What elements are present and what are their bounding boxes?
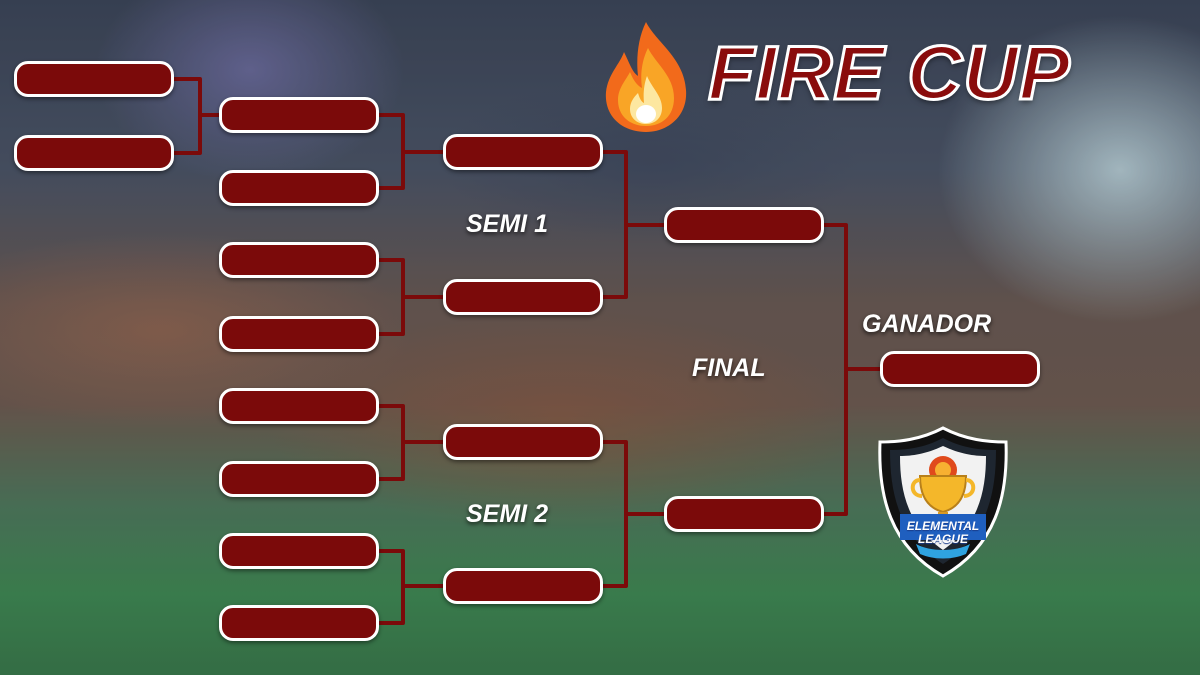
bracket-slot-r2-3 [219, 242, 379, 278]
fire-icon [605, 22, 687, 132]
semi2-label: SEMI 2 [466, 500, 548, 528]
league-logo-line1: ELEMENTAL [906, 519, 980, 533]
bracket-slot-qf-2 [443, 279, 603, 315]
bracket-slot-r1-2 [14, 135, 174, 171]
bracket-slot-winner [880, 351, 1040, 387]
bracket-slot-r2-8 [219, 605, 379, 641]
final-label: FINAL [692, 354, 766, 382]
bracket-slot-r2-6 [219, 461, 379, 497]
bracket-slot-r2-5 [219, 388, 379, 424]
league-logo-text: ELEMENTAL LEAGUE [876, 520, 1010, 546]
bracket-slot-r2-2 [219, 170, 379, 206]
league-logo-line2: LEAGUE [917, 532, 968, 546]
bracket-slot-qf-1 [443, 134, 603, 170]
bracket-slot-sf-2 [664, 496, 824, 532]
trophy-shield-icon [878, 426, 1008, 578]
bracket-slot-r2-7 [219, 533, 379, 569]
page-title: FIRE CUP [707, 30, 1072, 118]
semi1-label: SEMI 1 [466, 210, 548, 238]
bracket-slot-r2-1 [219, 97, 379, 133]
bracket-slot-qf-3 [443, 424, 603, 460]
bracket-slot-r1-1 [14, 61, 174, 97]
winner-label: GANADOR [862, 310, 992, 338]
bracket-slot-r2-4 [219, 316, 379, 352]
league-logo: ELEMENTAL LEAGUE [876, 426, 1010, 578]
bracket-slot-qf-4 [443, 568, 603, 604]
bracket-slot-sf-1 [664, 207, 824, 243]
